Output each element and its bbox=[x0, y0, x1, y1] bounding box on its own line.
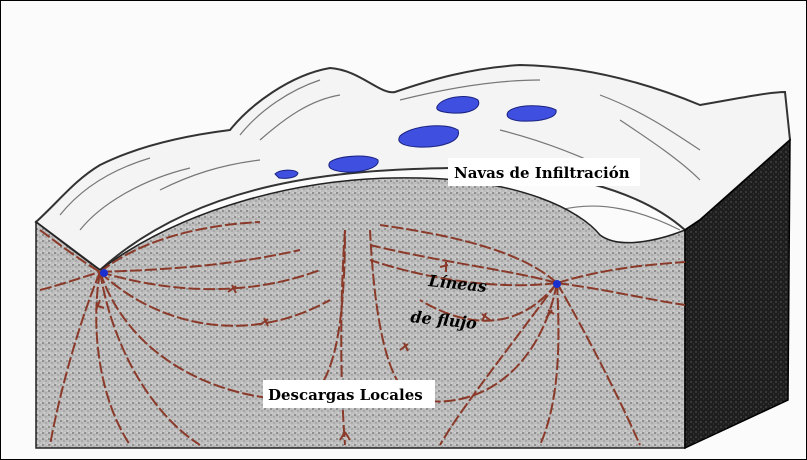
discharge-point-right bbox=[553, 280, 561, 288]
infiltration-label: Navas de Infiltración bbox=[454, 164, 630, 182]
pond bbox=[275, 170, 298, 178]
discharge-point-left bbox=[100, 269, 108, 277]
discharge-label: Descargas Locales bbox=[268, 386, 423, 404]
